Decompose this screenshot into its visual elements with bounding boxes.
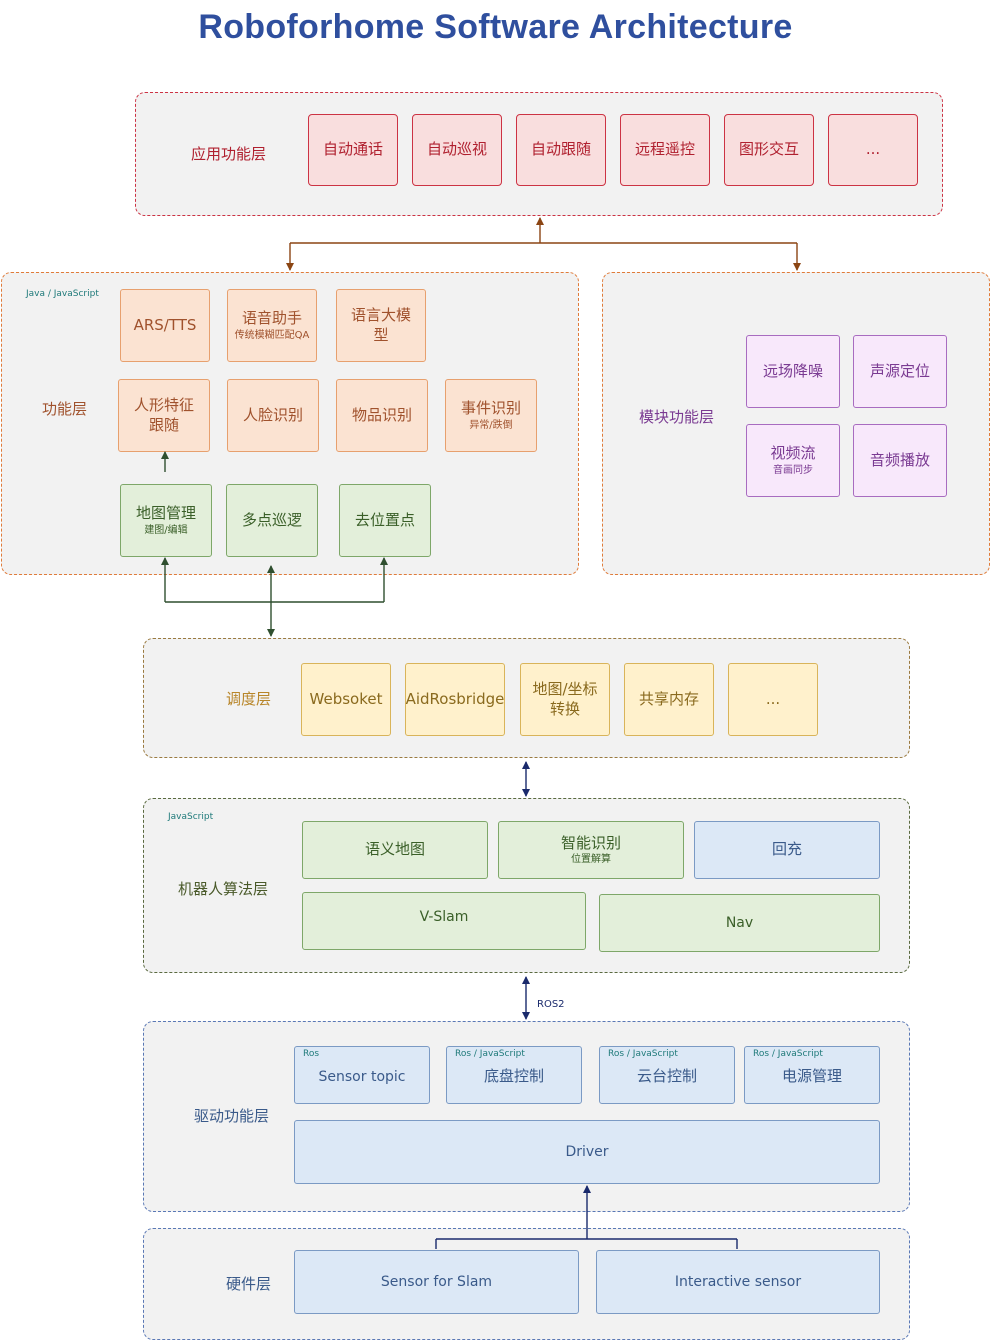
box-human-follow: 人形特征跟随 [118,379,210,452]
app-box-more: ... [828,114,918,186]
box-semantic-map-text: 语义地图 [364,840,425,859]
box-object-recognition-text: 物品识别 [351,405,412,424]
schedule-layer: 调度层 Websoket AidRosbridge 地图/坐标转换 共享内存 .… [143,638,910,758]
hardware-layer-label: 硬件层 [226,1275,272,1293]
algorithm-layer: JavaScript 机器人算法层 语义地图 智能识别 位置解算 回充 V-Sl… [143,798,910,973]
box-ars-tts-text: ARS/TTS [133,315,197,334]
box-sensor-for-slam: Sensor for Slam [294,1250,579,1314]
box-voice-assistant-text: 语音助手 [241,309,302,328]
box-sensor-topic: Ros Sensor topic [294,1046,430,1104]
box-human-follow-text: 人形特征跟随 [133,396,194,434]
box-websocket: Websoket [301,663,391,736]
hardware-layer: 硬件层 Sensor for Slam Interactive sensor [143,1228,910,1340]
ros2-label: ROS2 [537,999,565,1010]
driver-layer: 驱动功能层 Ros Sensor topic Ros / JavaScript … [143,1021,910,1212]
box-gimbal-control-tag: Ros / JavaScript [608,1049,678,1059]
app-box-graphic-interaction: 图形交互 [724,114,814,186]
arrow-function-to-schedule [161,557,388,637]
box-face-recognition-text: 人脸识别 [242,405,303,424]
driver-layer-label: 驱动功能层 [194,1107,270,1125]
box-aidrosbridge: AidRosbridge [405,663,505,736]
box-audio-playback-text: 音频播放 [869,450,930,469]
box-coordinate-transform: 地图/坐标转换 [520,663,610,736]
algorithm-layer-tag: JavaScript [168,812,214,822]
box-semantic-map: 语义地图 [302,821,488,879]
box-smart-recognition-sub: 位置解算 [571,854,611,866]
module-layer: 模块功能层 远场降噪 声源定位 视频流 音画同步 音频播放 [602,272,990,575]
app-box-remote-control: 远程遥控 [620,114,710,186]
module-layer-label: 模块功能层 [639,408,715,426]
box-voice-assistant-sub: 传统模糊匹配QA [234,329,310,341]
box-ars-tts: ARS/TTS [120,289,210,362]
box-multi-patrol: 多点巡逻 [226,484,318,557]
box-smart-recognition-text: 智能识别 [560,833,621,852]
box-smart-recognition: 智能识别 位置解算 [498,821,684,879]
box-sound-localization-text: 声源定位 [869,361,930,380]
box-sensor-topic-text: Sensor topic [318,1068,406,1085]
arrow-app-to-layers [286,217,801,271]
box-audio-playback: 音频播放 [853,424,947,497]
box-driver: Driver [294,1120,880,1184]
box-sensor-topic-tag: Ros [303,1049,320,1059]
box-sound-localization: 声源定位 [853,335,947,408]
box-chassis-control-text: 底盘控制 [483,1067,544,1086]
box-multi-patrol-text: 多点巡逻 [241,510,302,529]
box-map-management: 地图管理 建图/编辑 [120,484,212,557]
box-recharge-text: 回充 [771,840,802,859]
app-box-auto-follow: 自动跟随 [516,114,606,186]
box-gimbal-control-text: 云台控制 [636,1067,697,1086]
box-recharge: 回充 [694,821,880,879]
box-video-stream: 视频流 音画同步 [746,424,840,497]
app-box-auto-patrol: 自动巡视 [412,114,502,186]
box-chassis-control: Ros / JavaScript 底盘控制 [446,1046,582,1104]
box-interactive-sensor: Interactive sensor [596,1250,880,1314]
box-face-recognition: 人脸识别 [227,379,319,452]
function-layer-label: 功能层 [42,400,88,418]
box-video-stream-sub: 音画同步 [773,464,813,476]
box-object-recognition: 物品识别 [336,379,428,452]
page-title: Roboforhome Software Architecture [198,8,793,46]
box-chassis-control-tag: Ros / JavaScript [455,1049,525,1059]
box-go-to-point-text: 去位置点 [354,510,415,529]
box-event-recognition: 事件识别 异常/跌倒 [445,379,537,452]
app-box-auto-call: 自动通话 [308,114,398,186]
function-layer-tag: Java / JavaScript [26,289,99,299]
box-video-stream-text: 视频流 [770,444,816,463]
algorithm-layer-label: 机器人算法层 [178,880,269,898]
box-voice-assistant: 语音助手 传统模糊匹配QA [227,289,317,362]
app-layer: 应用功能层 自动通话 自动巡视 自动跟随 远程遥控 图形交互 ... [135,92,943,216]
box-event-recognition-sub: 异常/跌倒 [469,419,513,431]
box-vslam: V-Slam [302,892,586,950]
app-layer-label: 应用功能层 [191,145,267,163]
box-far-field-denoise: 远场降噪 [746,335,840,408]
box-gimbal-control: Ros / JavaScript 云台控制 [599,1046,735,1104]
box-power-management-text: 电源管理 [781,1067,842,1086]
box-shared-memory: 共享内存 [624,663,714,736]
box-map-management-sub: 建图/编辑 [144,524,188,536]
box-power-management: Ros / JavaScript 电源管理 [744,1046,880,1104]
box-llm: 语言大模型 [336,289,426,362]
box-power-management-tag: Ros / JavaScript [753,1049,823,1059]
arrow-hardware-to-driver [435,1185,738,1249]
box-schedule-more: ... [728,663,818,736]
box-event-recognition-text: 事件识别 [460,399,521,418]
box-map-management-text: 地图管理 [135,504,196,523]
box-far-field-denoise-text: 远场降噪 [762,361,823,380]
box-llm-text: 语言大模型 [350,306,411,344]
function-layer: Java / JavaScript 功能层 ARS/TTS 语音助手 传统模糊匹… [1,272,579,575]
schedule-layer-label: 调度层 [226,690,272,708]
box-nav: Nav [599,894,880,952]
box-go-to-point: 去位置点 [339,484,431,557]
